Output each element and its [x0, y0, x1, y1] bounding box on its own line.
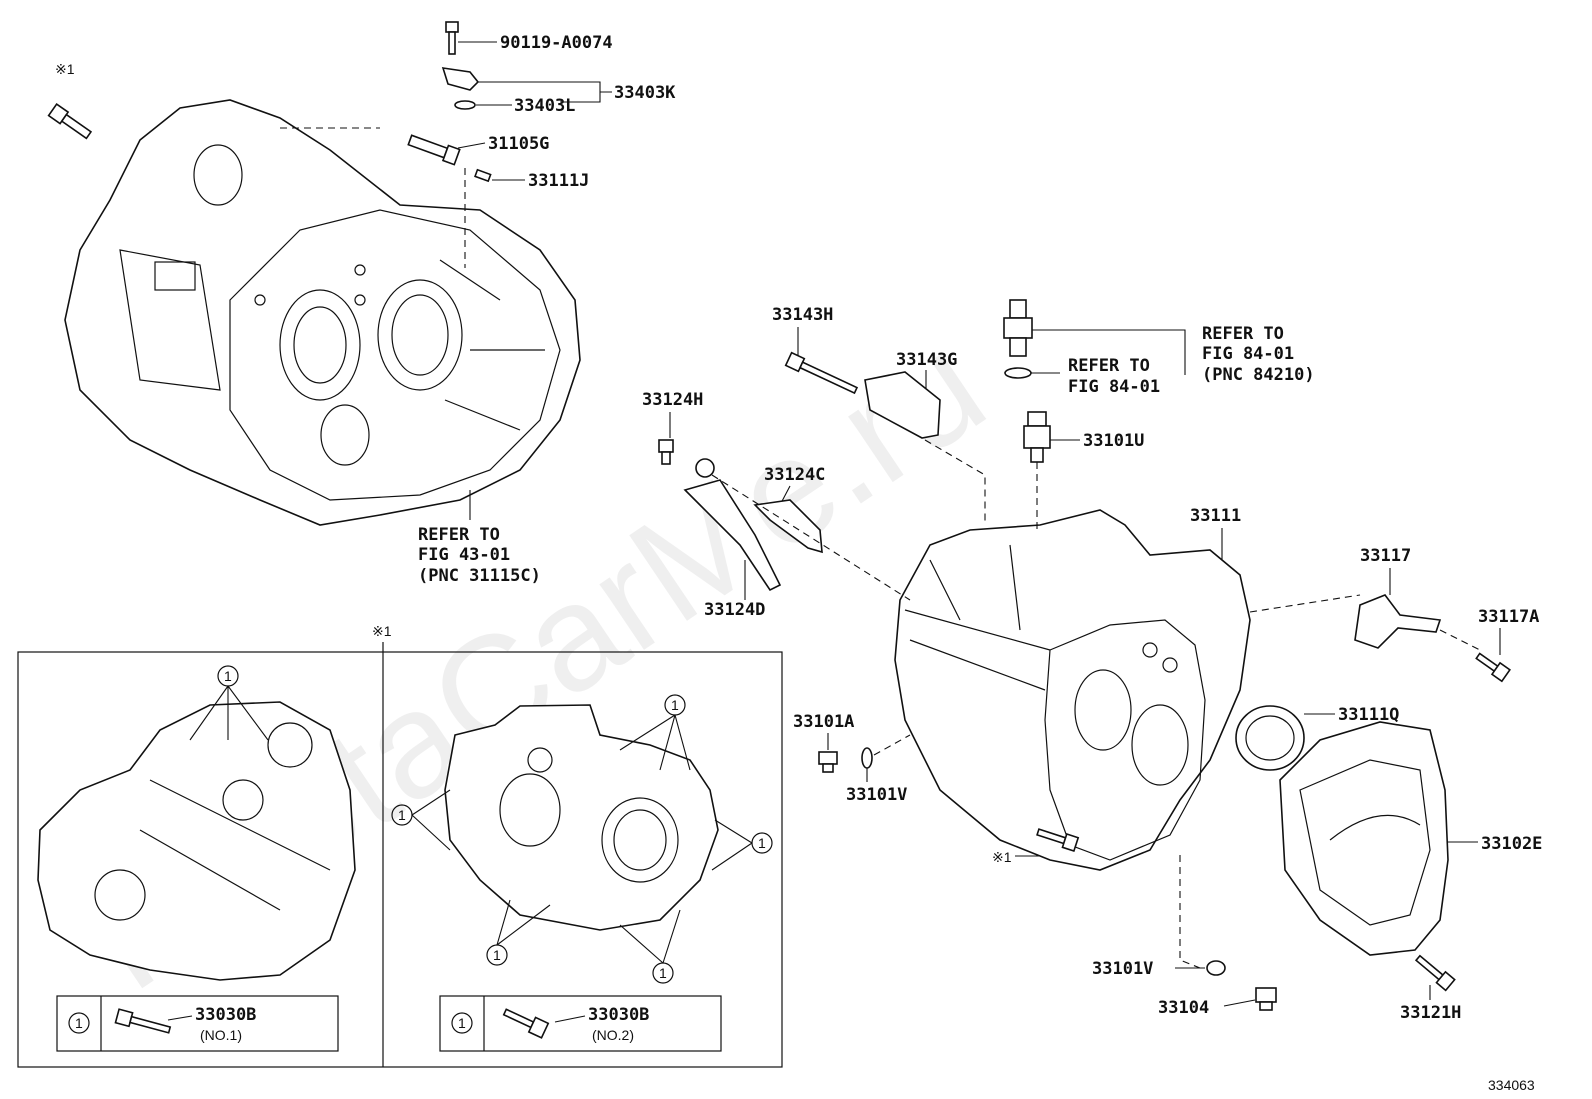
part-label-33111: 33111: [1190, 506, 1241, 526]
part-label-33101v-b: 33101V: [1092, 959, 1153, 979]
reference-sensor-a-line-1: REFER TO: [1068, 356, 1150, 376]
part-label-33101u: 33101U: [1083, 431, 1144, 451]
reference-bell-line-1: REFER TO: [418, 525, 500, 545]
lever-icon: [753, 499, 823, 554]
washer-icon: [454, 100, 476, 110]
part-label-33124c: 33124C: [764, 465, 825, 485]
legend-part-1: 33030B: [195, 1005, 256, 1025]
part-label-33403l: 33403L: [514, 96, 575, 116]
bracket-icon: [441, 67, 480, 91]
part-label-33111j: 33111J: [528, 171, 589, 191]
bolt-icon: [47, 102, 93, 140]
bracket-icon: [1354, 594, 1442, 649]
legend-box-1: [56, 995, 339, 1052]
washer-icon: [1004, 367, 1032, 379]
callout-number: 1: [75, 1015, 83, 1031]
pin-icon: [474, 168, 492, 183]
callout-number: 1: [659, 965, 667, 981]
callout-number: 1: [758, 835, 766, 851]
part-label-33101v-a: 33101V: [846, 785, 907, 805]
bolt-icon: [784, 351, 859, 395]
part-label-31105g: 31105G: [488, 134, 549, 154]
bolt-icon: [445, 21, 459, 55]
note-mark-inset: ※1: [372, 623, 392, 639]
bolt-icon: [407, 134, 461, 166]
legend-sub-1: (NO.1): [200, 1027, 242, 1043]
reference-sensor-a-line-2: FIG 84-01: [1068, 377, 1160, 397]
callout-number: 1: [671, 697, 679, 713]
part-label-33143h: 33143H: [772, 305, 833, 325]
seal-icon: [1235, 705, 1305, 771]
bracket-icon: [864, 371, 941, 439]
part-label-33117: 33117: [1360, 546, 1411, 566]
reference-sensor-b-line-2: FIG 84-01: [1202, 344, 1294, 364]
part-label-33104: 33104: [1158, 998, 1209, 1018]
plug-icon: [1255, 987, 1277, 1011]
bolt-icon: [658, 439, 674, 465]
washer-icon: [1206, 960, 1226, 976]
legend-box-2: [439, 995, 722, 1052]
callout-number: 1: [398, 807, 406, 823]
bolt-icon: [1414, 954, 1456, 992]
part-label-33403k: 33403K: [614, 83, 676, 103]
callout-circle: [451, 1012, 473, 1034]
bolt-icon: [114, 1008, 172, 1034]
part-label-33143g: 33143G: [896, 350, 957, 370]
inset-case-flange: [444, 704, 719, 931]
part-label-33111q: 33111Q: [1338, 705, 1399, 725]
note-mark-2: ※1: [992, 849, 1012, 865]
rear-cover: [1279, 721, 1449, 956]
part-label-33101a: 33101A: [793, 712, 854, 732]
callout-number: 1: [458, 1015, 466, 1031]
reference-sensor-b-line-1: REFER TO: [1202, 324, 1284, 344]
callout-circle: [68, 1012, 90, 1034]
part-label-33102e: 33102E: [1481, 834, 1542, 854]
part-label-33121h: 33121H: [1400, 1003, 1461, 1023]
callout-number: 1: [493, 947, 501, 963]
transmission-bell-housing: [64, 99, 581, 526]
plate-icon: [683, 458, 782, 592]
transmission-case: [894, 509, 1251, 871]
legend-part-2: 33030B: [588, 1005, 649, 1025]
part-label-90119-a0074: 90119-A0074: [500, 33, 613, 53]
inset-frame: [17, 651, 783, 1068]
bolt-icon: [1475, 652, 1511, 683]
part-label-33124d: 33124D: [704, 600, 765, 620]
callout-number: 1: [224, 668, 232, 684]
reference-sensor-b-line-3: (PNC 84210): [1202, 365, 1315, 385]
reference-bell-line-3: (PNC 31115C): [418, 566, 541, 586]
switch-icon: [1023, 411, 1051, 463]
inset-bell-housing: [37, 701, 356, 981]
diagram-id: 334063: [1488, 1077, 1535, 1093]
legend-sub-2: (NO.2): [592, 1027, 634, 1043]
sensor-icon: [1003, 299, 1033, 357]
bolt-icon: [1036, 828, 1080, 853]
bolt-icon: [502, 1008, 550, 1039]
note-mark-1: ※1: [55, 61, 75, 77]
washer-icon: [861, 747, 873, 769]
reference-bell-line-2: FIG 43-01: [418, 545, 510, 565]
part-label-33117a: 33117A: [1478, 607, 1539, 627]
plug-icon: [818, 751, 838, 773]
part-label-33124h: 33124H: [642, 390, 703, 410]
